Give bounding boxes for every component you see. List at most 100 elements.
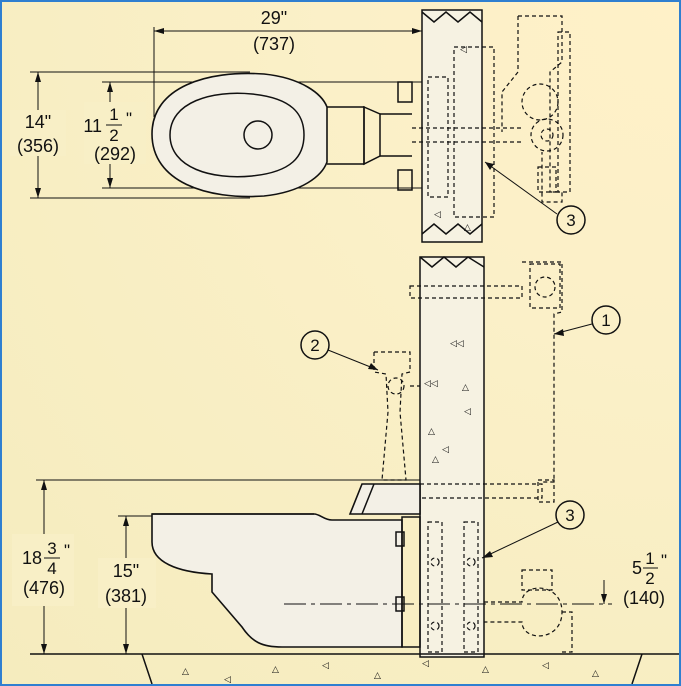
concrete-mark: △ [272, 665, 279, 675]
front-flush-valve [373, 351, 411, 481]
valve-control [534, 276, 556, 298]
bowl-denominator: 2 [109, 126, 118, 145]
carrier-plate [427, 76, 449, 198]
outlet-whole: 5 [632, 558, 642, 578]
concrete-mark: ◁◁ [424, 379, 438, 389]
vertical-supply-pipe [522, 261, 563, 483]
toilet-back-plate [401, 516, 421, 648]
valve-circle [521, 83, 559, 121]
arrow-left-icon [154, 28, 164, 34]
concrete-mark: △ [182, 667, 189, 677]
width-metric: (737) [253, 34, 295, 54]
outlet-denominator: 2 [645, 569, 654, 588]
callout-3-plan: 3 [566, 211, 575, 230]
rim-metric: (476) [23, 578, 65, 598]
outlet-metric: (140) [623, 588, 665, 608]
concrete-mark: ◁ [460, 45, 467, 55]
wall-section-elevation [419, 256, 485, 658]
arrow-up-icon [35, 72, 41, 82]
toilet-side-profile [151, 513, 403, 648]
leader-arrow-icon [368, 363, 378, 370]
carrier-leg-left [427, 521, 443, 653]
rim-inch-mark: " [64, 541, 70, 560]
concrete-mark: ◁ [322, 661, 329, 671]
rim-numerator: 3 [47, 539, 56, 558]
carrier-bolt [430, 557, 440, 567]
bowl-metric: (292) [94, 144, 136, 164]
seat-imperial: 15" [113, 561, 139, 581]
seat-metric: (381) [105, 586, 147, 606]
wall-section-plan [421, 9, 483, 243]
callout-circle [591, 305, 621, 335]
concrete-mark: ◁ [422, 659, 429, 669]
arrow-down-icon [35, 188, 41, 198]
concrete-mark: ◁◁ [450, 339, 464, 349]
waste-fitting-top [521, 569, 553, 591]
label-mask [98, 558, 156, 608]
bowl-whole: 11 [83, 116, 102, 136]
concrete-mark: △ [462, 383, 469, 393]
callout-circle [555, 500, 585, 530]
outlet-inch-mark: " [661, 551, 667, 570]
leader-arrow-icon [482, 551, 493, 558]
concrete-mark: △ [432, 455, 439, 465]
floor-break [141, 653, 153, 684]
concrete-mark: ◁ [542, 661, 549, 671]
leader-arrow-icon [554, 329, 564, 336]
valve-handle [387, 377, 405, 395]
rim-whole: 18 [22, 548, 42, 568]
valve-core [540, 128, 554, 142]
callout-1: 1 [601, 311, 610, 330]
concrete-mark: ◁ [224, 675, 231, 684]
drain-opening [243, 120, 273, 150]
label-mask [10, 110, 66, 156]
concrete-mark: ◁ [442, 445, 449, 455]
floor-break [631, 653, 643, 684]
lower-supply-pipe [420, 483, 543, 499]
concrete-mark: △ [482, 665, 489, 675]
arrow-up-icon [123, 516, 129, 526]
horizontal-supply-pipe [409, 285, 523, 299]
arrow-up-icon [107, 82, 113, 92]
mount-bolt [395, 531, 405, 547]
supply-pipe [557, 31, 571, 193]
bowl-inch-mark: " [126, 109, 132, 128]
pipe-elbow [537, 479, 555, 503]
callout-3-elevation: 3 [565, 506, 574, 525]
depth-imperial: 14" [25, 112, 51, 132]
outlet-numerator: 1 [645, 549, 654, 568]
flush-valve-housing [501, 15, 563, 203]
waste-pipe [562, 611, 573, 653]
callout-circle [556, 205, 586, 235]
bowl-neck [327, 106, 365, 165]
seat-hinge [348, 483, 421, 515]
concrete-mark: ◁ [464, 407, 471, 417]
bowl-numerator: 1 [109, 105, 118, 124]
depth-metric: (356) [17, 136, 59, 156]
bowl-inner-rim [169, 92, 305, 178]
elevation-view: ◁◁ ◁◁ △ ◁ △ ◁ △ [12, 256, 679, 684]
seat-edge [361, 483, 375, 515]
concrete-mark: △ [464, 223, 471, 233]
arrow-right-icon [412, 28, 422, 34]
arrow-down-icon [123, 644, 129, 654]
rim-denominator: 4 [47, 559, 56, 578]
carrier-bolt [466, 621, 476, 631]
concrete-mark: △ [428, 427, 435, 437]
break-line-top [421, 11, 483, 23]
width-imperial: 29" [261, 8, 287, 28]
arrow-down-icon [41, 644, 47, 654]
concrete-mark: △ [374, 671, 381, 681]
arrow-up-icon [41, 480, 47, 490]
callout-circle [300, 330, 330, 360]
mounting-bolt-bottom [397, 169, 413, 191]
concrete-mark: ◁ [434, 210, 441, 220]
leader-line [481, 521, 559, 559]
concrete-mark: △ [592, 669, 599, 679]
mounting-bolt-top [397, 81, 413, 103]
flush-valve-body [529, 263, 561, 309]
callout-2: 2 [310, 336, 319, 355]
bowl-outline [151, 72, 328, 198]
bowl-outlet [363, 105, 381, 166]
